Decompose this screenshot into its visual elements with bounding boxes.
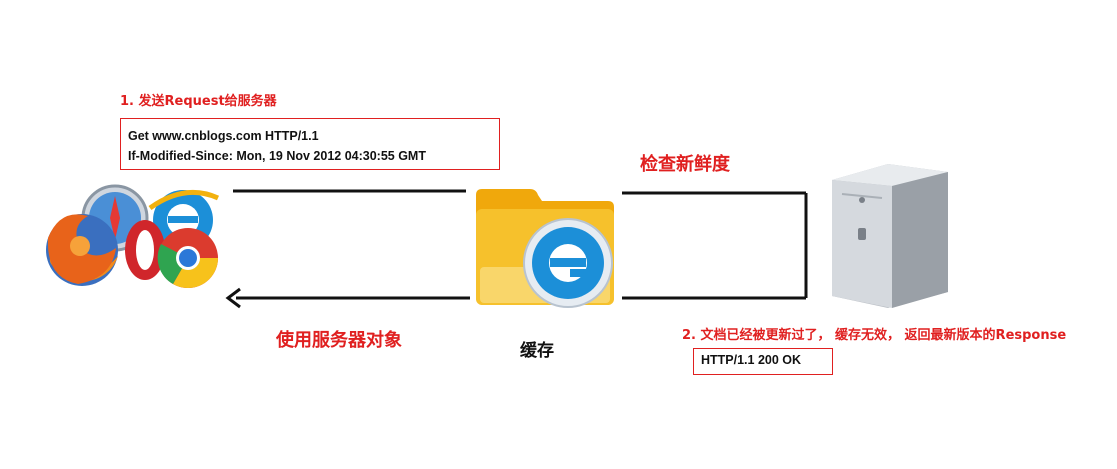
response-step-label: 2. 文档已经被更新过了， 缓存无效， 返回最新版本的Response: [682, 328, 1067, 343]
request-step-label: 1. 发送Request给服务器: [120, 94, 277, 109]
response-status-line: HTTP/1.1 200 OK: [701, 353, 802, 367]
response-arrowhead: [225, 287, 241, 309]
request-header-box: Get www.cnblogs.com HTTP/1.1 If-Modified…: [120, 118, 500, 170]
browsers-icon: [46, 184, 220, 289]
request-line-get: Get www.cnblogs.com HTTP/1.1: [128, 129, 319, 143]
request-line-if-modified: If-Modified-Since: Mon, 19 Nov 2012 04:3…: [128, 149, 426, 163]
check-freshness-label: 检查新鲜度: [640, 154, 730, 175]
cache-folder-icon: [476, 189, 614, 308]
server-icon: [832, 164, 948, 308]
cache-label: 缓存: [520, 341, 554, 361]
response-status-box: HTTP/1.1 200 OK: [693, 348, 833, 375]
use-server-object-label: 使用服务器对象: [276, 330, 402, 351]
